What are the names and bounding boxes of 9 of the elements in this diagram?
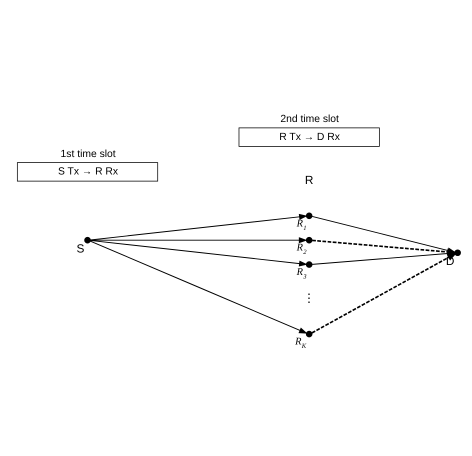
label: ⋮	[303, 291, 316, 306]
node-label: R$_{3}$	[296, 267, 307, 281]
node-label: R$_{1}$	[296, 218, 307, 232]
label: R	[304, 172, 314, 187]
node-label: R$_{2}$	[296, 242, 307, 256]
node-label: 1st time slot	[60, 148, 116, 160]
node-label: R$_{K}$	[295, 336, 306, 350]
node-label: S	[76, 242, 84, 256]
node-label: 2nd time slot	[280, 114, 339, 126]
